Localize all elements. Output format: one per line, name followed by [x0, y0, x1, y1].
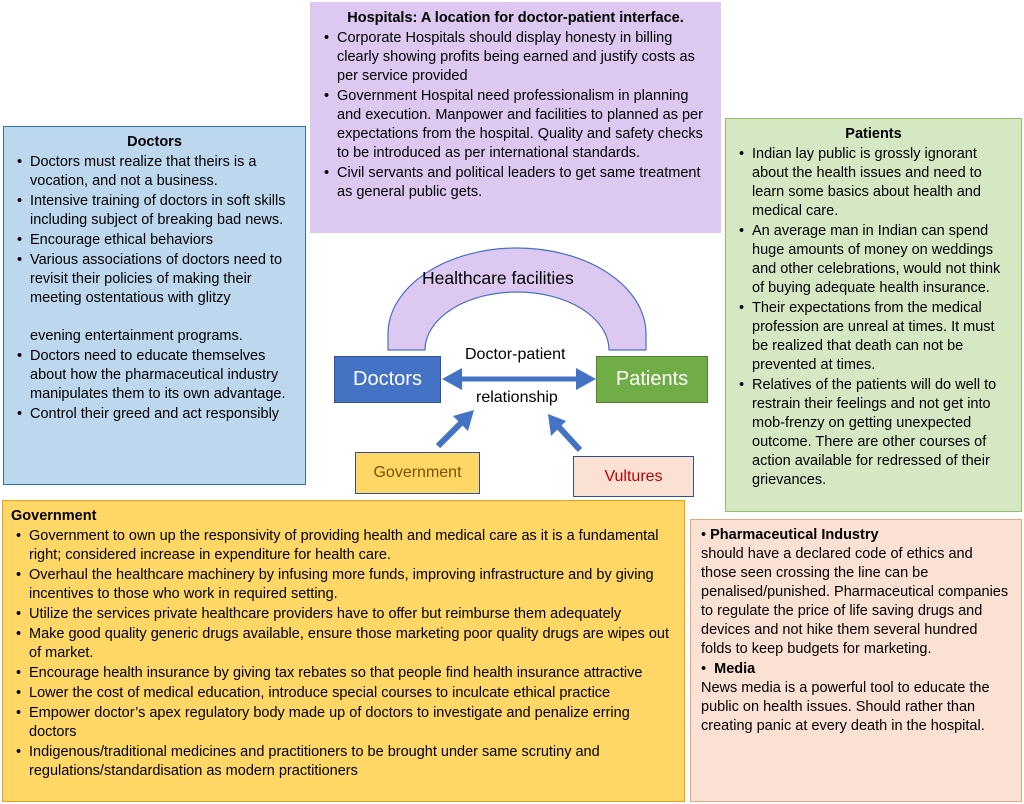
patients-item: Their expectations from the medical prof…	[739, 299, 1013, 375]
patients-node: Patients	[596, 356, 708, 403]
relationship-label-top: Doctor-patient	[465, 346, 566, 363]
pharma-media-panel: • Pharmaceutical Industry should have a …	[690, 519, 1022, 802]
patients-list: Indian lay public is grossly ignorant ab…	[734, 145, 1013, 490]
government-item: Utilize the services private healthcare …	[16, 605, 676, 624]
vultures-arrow-head	[548, 414, 566, 436]
doctors-item: Doctors must realize that theirs is a vo…	[17, 153, 297, 191]
media-text: News media is a powerful tool to educate…	[701, 680, 990, 734]
doctors-item: Doctors need to educate themselves about…	[17, 347, 297, 404]
patients-panel: Patients Indian lay public is grossly ig…	[725, 118, 1022, 512]
government-title: Government	[11, 508, 97, 524]
hospitals-panel: Hospitals: A location for doctor-patient…	[310, 2, 721, 233]
healthcare-facilities-label: Healthcare facilities	[422, 268, 574, 288]
hospitals-item: Government Hospital need professionalism…	[324, 87, 712, 163]
media-heading: Media	[714, 661, 756, 677]
patients-item: Relatives of the patients will do well t…	[739, 376, 1013, 490]
patients-item: An average man in Indian can spend huge …	[739, 222, 1013, 298]
doctors-item: Intensive training of doctors in soft sk…	[17, 192, 297, 230]
government-item: Government to own up the responsivity of…	[16, 527, 676, 565]
arrow-head-left	[442, 368, 462, 390]
bullet-glyph: •	[701, 661, 715, 677]
pharma-heading: Pharmaceutical Industry	[710, 527, 879, 543]
doctors-item: Various associations of doctors need to …	[17, 251, 297, 308]
government-item: Lower the cost of medical education, int…	[16, 684, 676, 703]
government-item: Overhaul the healthcare machinery by inf…	[16, 566, 676, 604]
doctors-list-continued: Doctors need to educate themselves about…	[12, 347, 297, 424]
vultures-arrow	[555, 423, 583, 453]
government-arrow	[435, 418, 466, 449]
doctors-node: Doctors	[334, 356, 441, 403]
vultures-node: Vultures	[573, 456, 694, 497]
healthcare-facilities-arch	[387, 247, 647, 351]
hospitals-item: Civil servants and political leaders to …	[324, 164, 712, 202]
patients-title: Patients	[845, 126, 902, 142]
media-heading-row: • Media	[701, 660, 1011, 679]
relationship-label-bottom: relationship	[476, 389, 558, 406]
government-list: Government to own up the responsivity of…	[11, 527, 676, 781]
doctors-list: Doctors must realize that theirs is a vo…	[12, 153, 297, 308]
government-arrow-head	[453, 410, 474, 431]
doctors-item: Control their greed and act responsibly	[17, 405, 297, 424]
government-item: Encourage health insurance by giving tax…	[16, 664, 676, 683]
government-panel: Government Government to own up the resp…	[2, 500, 685, 802]
doctors-item: Encourage ethical behaviors	[17, 231, 297, 250]
hospitals-list: Corporate Hospitals should display hones…	[319, 29, 712, 202]
pharma-heading-row: • Pharmaceutical Industry	[701, 526, 1011, 545]
doctors-panel: Doctors Doctors must realize that theirs…	[3, 126, 306, 485]
doctors-title: Doctors	[127, 134, 182, 150]
government-item: Empower doctor’s apex regulatory body ma…	[16, 704, 676, 742]
hospitals-title: Hospitals: A location for doctor-patient…	[347, 10, 684, 26]
patients-item: Indian lay public is grossly ignorant ab…	[739, 145, 1013, 221]
bullet-glyph: •	[701, 527, 711, 543]
pharma-text: should have a declared code of ethics an…	[701, 546, 1009, 657]
government-node: Government	[355, 452, 480, 494]
doctors-continuation: evening entertainment programs.	[30, 328, 243, 344]
arrow-head-right	[576, 368, 596, 390]
government-item: Indigenous/traditional medicines and pra…	[16, 743, 676, 781]
hospitals-item: Corporate Hospitals should display hones…	[324, 29, 712, 86]
government-item: Make good quality generic drugs availabl…	[16, 625, 676, 663]
